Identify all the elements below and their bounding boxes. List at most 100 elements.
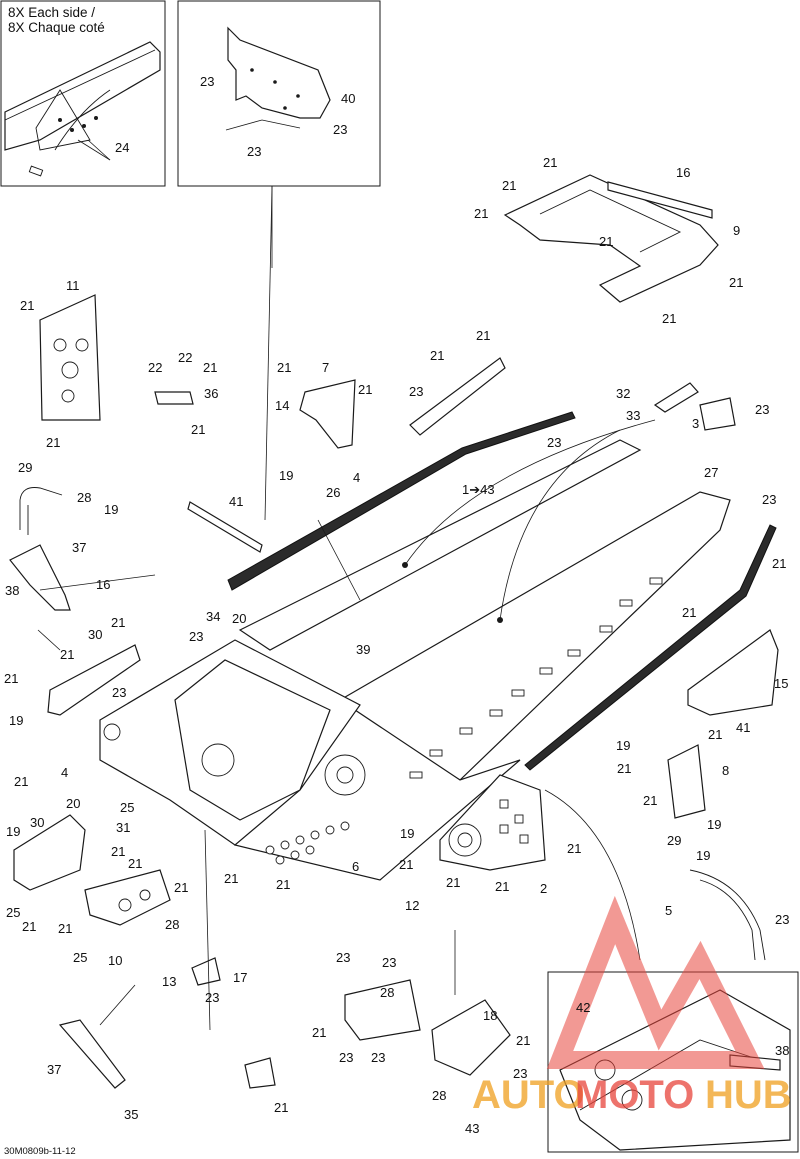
callout-5: 5 (665, 903, 672, 918)
part-2 (13, 814, 86, 891)
callout-41: 41 (229, 494, 243, 509)
callout-9: 9 (733, 223, 740, 238)
part-5-pipe (689, 869, 766, 961)
callout-23: 23 (200, 74, 214, 89)
callout-41: 41 (736, 720, 750, 735)
callout-38: 38 (775, 1043, 789, 1058)
callout-21: 21 (399, 857, 413, 872)
callout-21: 21 (502, 178, 516, 193)
part-7 (299, 379, 356, 449)
callout-34: 34 (206, 609, 220, 624)
callout-21: 21 (543, 155, 557, 170)
inset-note-line2: 8X Chaque coté (8, 20, 105, 35)
inset-part-40 (177, 0, 381, 521)
tunnel-chassis (99, 439, 731, 881)
callout-11: 11 (66, 278, 80, 293)
callout-23: 23 (547, 435, 561, 450)
part-3-pipe (19, 487, 63, 535)
callout-20: 20 (232, 611, 246, 626)
callout-29: 29 (18, 460, 32, 475)
slide-rail-26 (227, 411, 576, 591)
callout-6: 6 (352, 859, 359, 874)
callout-1-43: 1➔43 (462, 482, 495, 497)
part-32 (653, 382, 699, 413)
callout-21: 21 (772, 556, 786, 571)
callout-31: 31 (116, 820, 130, 835)
callout-21: 21 (58, 921, 72, 936)
callout-labels: 2423402323212116212192121112121222122362… (4, 74, 789, 1136)
callout-28: 28 (432, 1088, 446, 1103)
callout-28: 28 (77, 490, 91, 505)
callout-23: 23 (513, 1066, 527, 1081)
callout-26: 26 (326, 485, 340, 500)
callout-37: 37 (47, 1062, 61, 1077)
callout-23: 23 (409, 384, 423, 399)
callout-23: 23 (189, 629, 203, 644)
callout-21: 21 (662, 311, 676, 326)
watermark: AUTO MOTO HUB (472, 895, 792, 1117)
callout-7: 7 (322, 360, 329, 375)
callout-21: 21 (474, 206, 488, 221)
part-36 (154, 391, 194, 405)
callout-21: 21 (599, 234, 613, 249)
callout-32: 32 (616, 386, 630, 401)
part-34 (47, 644, 141, 716)
tunnel-slots (409, 577, 663, 779)
slide-rail-27 (524, 524, 777, 771)
part-12-panel (439, 774, 546, 871)
callout-21: 21 (430, 348, 444, 363)
watermark-text-moto: MOTO (575, 1073, 694, 1117)
callout-23: 23 (336, 950, 350, 965)
callout-21: 21 (516, 1033, 530, 1048)
callout-39: 39 (356, 642, 370, 657)
callout-24: 24 (115, 140, 129, 155)
part-33 (699, 397, 736, 431)
callout-21: 21 (643, 793, 657, 808)
callout-28: 28 (165, 917, 179, 932)
part-17 (344, 979, 421, 1041)
part-18 (431, 999, 511, 1076)
callout-12: 12 (405, 898, 419, 913)
part-37-bracket (9, 544, 71, 611)
callout-25: 25 (6, 905, 20, 920)
callout-16: 16 (96, 577, 110, 592)
watermark-text-auto: AUTO (472, 1073, 585, 1117)
callout-21: 21 (224, 871, 238, 886)
callout-21: 21 (312, 1025, 326, 1040)
callout-21: 21 (729, 275, 743, 290)
callout-30: 30 (30, 815, 44, 830)
part-9-cover (503, 174, 719, 303)
callout-16: 16 (676, 165, 690, 180)
callout-19: 19 (6, 824, 20, 839)
callout-23: 23 (339, 1050, 353, 1065)
callout-17: 17 (233, 970, 247, 985)
part-13 (191, 957, 221, 986)
callout-21: 21 (277, 360, 291, 375)
callout-21: 21 (111, 844, 125, 859)
callout-40: 40 (341, 91, 355, 106)
callout-21: 21 (708, 727, 722, 742)
callout-19: 19 (696, 848, 710, 863)
callout-21: 21 (14, 774, 28, 789)
callout-14: 14 (275, 398, 289, 413)
callout-36: 36 (204, 386, 218, 401)
callout-23: 23 (755, 402, 769, 417)
callout-29: 29 (667, 833, 681, 848)
callout-30: 30 (88, 627, 102, 642)
callout-21: 21 (682, 605, 696, 620)
callout-21: 21 (617, 761, 631, 776)
part-8 (667, 744, 706, 819)
callout-42: 42 (576, 1000, 590, 1015)
callout-4: 4 (61, 765, 68, 780)
callout-15: 15 (774, 676, 788, 691)
inset-note-line1: 8X Each side / (8, 5, 95, 20)
callout-23: 23 (112, 685, 126, 700)
callout-22: 22 (148, 360, 162, 375)
callout-21: 21 (20, 298, 34, 313)
callout-18: 18 (483, 1008, 497, 1023)
callout-21: 21 (446, 875, 460, 890)
inset-rail-detail (0, 0, 166, 187)
callout-8: 8 (722, 763, 729, 778)
callout-23: 23 (382, 955, 396, 970)
